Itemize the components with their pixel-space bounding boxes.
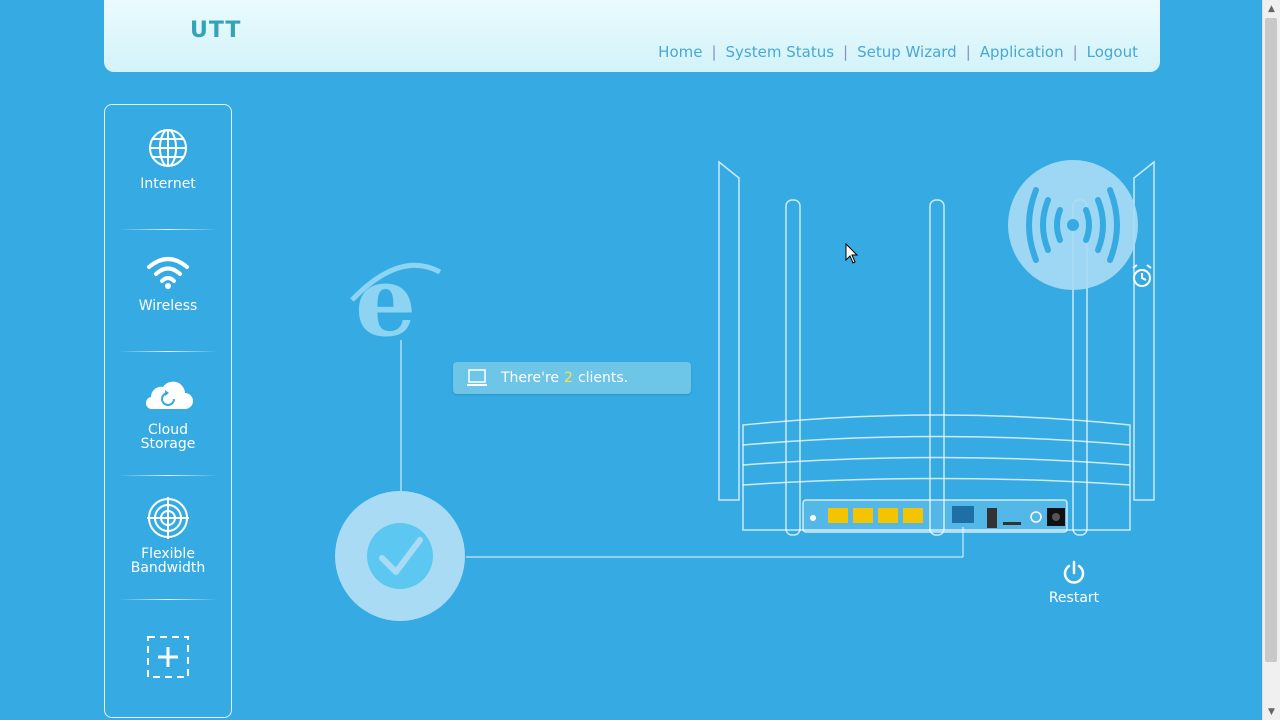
sidebar-divider: [119, 229, 217, 230]
sidebar-item-internet[interactable]: Internet: [105, 127, 231, 191]
nav-separator: |: [965, 43, 971, 61]
scroll-up-arrow-icon[interactable]: ▲: [1268, 3, 1275, 14]
power-icon: [1063, 560, 1085, 584]
utt-logo: UTT: [190, 18, 242, 43]
sidebar-item-label: Cloud Storage: [140, 422, 196, 452]
sidebar-item-label: Flexible Bandwidth: [130, 546, 206, 576]
top-header: UTT Home | System Status | Setup Wizard …: [104, 0, 1160, 72]
connection-status-icon: [335, 491, 465, 621]
clients-count: 2: [564, 370, 573, 386]
sidebar-item-add[interactable]: [105, 635, 231, 687]
add-icon: [147, 636, 189, 678]
nav-setup-wizard[interactable]: Setup Wizard: [857, 43, 957, 61]
scroll-thumb[interactable]: [1265, 18, 1277, 662]
mouse-cursor-icon: [845, 243, 859, 264]
sidebar-divider: [119, 475, 217, 476]
wifi-icon: [147, 257, 189, 289]
vertical-scrollbar[interactable]: ▲ ▼: [1262, 0, 1280, 720]
sidebar-item-label: Internet: [140, 176, 196, 192]
nav-separator: |: [1072, 43, 1078, 61]
scroll-down-arrow-icon[interactable]: ▼: [1268, 706, 1275, 717]
internet-explorer-icon: e: [350, 245, 442, 358]
cloud-icon: [145, 381, 193, 410]
clients-suffix: clients.: [577, 370, 629, 386]
top-nav: Home | System Status | Setup Wizard | Ap…: [658, 43, 1138, 61]
sidebar-divider: [119, 351, 217, 352]
restart-label: Restart: [1048, 590, 1100, 606]
clients-info-box[interactable]: There're 2 clients.: [453, 362, 691, 394]
nav-separator: |: [843, 43, 849, 61]
sidebar-divider: [119, 599, 217, 600]
alarm-clock-icon: [1132, 264, 1152, 287]
sidebar-item-cloud-storage[interactable]: Cloud Storage: [105, 375, 231, 451]
nav-system-status[interactable]: System Status: [725, 43, 835, 61]
svg-text:e: e: [355, 245, 416, 358]
sidebar-item-label: Wireless: [138, 298, 198, 314]
sidebar-item-flexible-bandwidth[interactable]: Flexible Bandwidth: [105, 497, 231, 575]
sidebar: Internet Wireless Cloud Storage: [104, 104, 232, 718]
sidebar-item-wireless[interactable]: Wireless: [105, 253, 231, 313]
target-icon: [147, 497, 189, 539]
wifi-signal-icon: [1008, 160, 1138, 290]
restart-button[interactable]: Restart: [1040, 560, 1108, 606]
nav-separator: |: [711, 43, 717, 61]
nav-home[interactable]: Home: [658, 43, 703, 61]
nav-logout[interactable]: Logout: [1086, 43, 1138, 61]
router-ports: [810, 506, 1065, 528]
clients-prefix: There're: [501, 370, 560, 386]
laptop-icon: [467, 369, 487, 386]
globe-icon: [149, 129, 187, 167]
nav-application[interactable]: Application: [979, 43, 1064, 61]
